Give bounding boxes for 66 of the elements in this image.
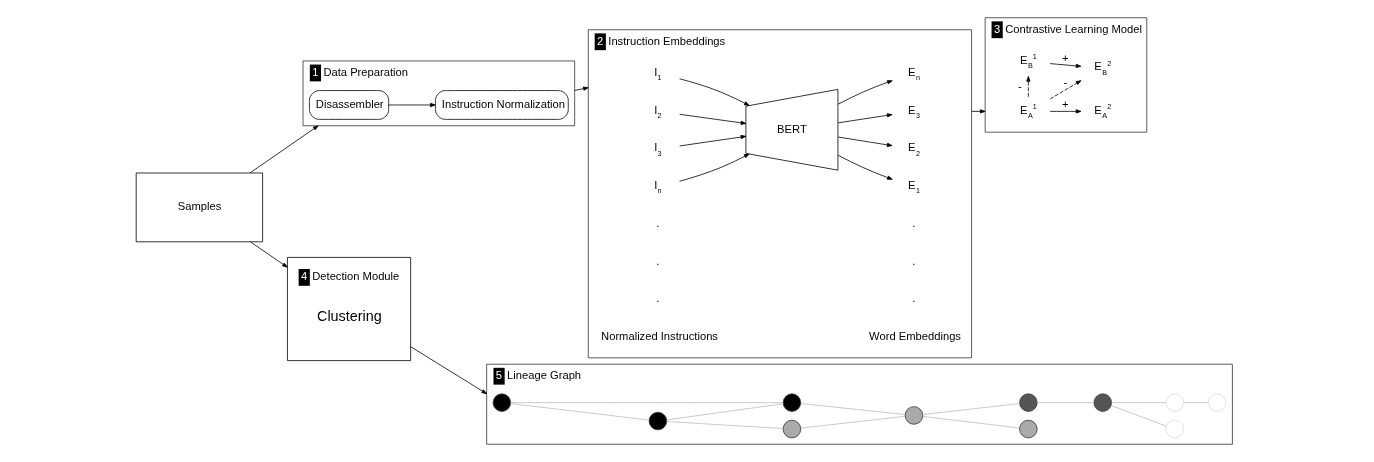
node-box: 4 Detection Module Clustering: [286, 257, 411, 361]
label: .: [911, 254, 915, 267]
arrow: [1025, 76, 1030, 98]
node-text: I$_{3}$: [653, 141, 661, 158]
arrow: [837, 80, 893, 105]
connector: [1036, 402, 1094, 404]
label: Normalized Instructions: [600, 329, 718, 342]
node-text: I$_{1}$: [653, 65, 661, 83]
label: .: [655, 254, 659, 267]
arrow: [409, 346, 487, 395]
arrow: [1049, 109, 1081, 114]
arrow: [573, 86, 589, 91]
arrow: [1049, 80, 1081, 100]
node-circle: [782, 393, 801, 412]
connector: [509, 403, 649, 421]
node-circle: [1165, 419, 1184, 439]
arrow: [249, 241, 288, 268]
arrow: [837, 136, 892, 147]
node-circle: [904, 406, 923, 425]
node-box: Instruction Normalization: [434, 90, 569, 120]
node-circle: [492, 393, 511, 412]
node-circle: [1018, 419, 1038, 439]
node-box: Samples: [135, 172, 263, 243]
label: Word Embeddings: [868, 329, 961, 342]
node-text: E$_{2}$: [907, 141, 920, 158]
node-circle: [1018, 393, 1038, 412]
edge-label: +: [1061, 51, 1069, 64]
connector: [1110, 405, 1167, 427]
label: .: [911, 292, 915, 305]
node-text: I$_{2}$: [653, 103, 661, 121]
label: .: [655, 292, 659, 305]
arrow: [678, 153, 750, 182]
label: .: [655, 217, 659, 230]
arrow: [678, 78, 750, 106]
node-text: I$_{n}$: [653, 178, 661, 196]
arrow: [387, 102, 436, 108]
node-circle: [648, 411, 667, 431]
node-box: Disassembler: [308, 90, 389, 120]
node-circle: [1093, 393, 1112, 412]
edge-label: -: [1063, 75, 1067, 88]
connector: [921, 403, 1020, 415]
node-text: E$_{1}$: [907, 178, 920, 196]
arrow: [837, 154, 893, 180]
node-text: E$_{3}$: [907, 103, 920, 121]
node-text: E$_{n}$: [907, 65, 920, 83]
label: .: [911, 217, 915, 230]
arrow: [678, 113, 746, 125]
connector: [1182, 402, 1209, 404]
node-circle: [1165, 393, 1184, 412]
connector: [800, 415, 905, 429]
node-circle: [1207, 393, 1226, 412]
connector: [921, 416, 1020, 429]
arrow: [678, 134, 746, 147]
arrow: [837, 113, 892, 124]
connector: [666, 421, 783, 429]
connector: [800, 403, 905, 415]
arrow: [1049, 63, 1081, 68]
connector: [1110, 402, 1166, 404]
edge-label: +: [1061, 98, 1069, 111]
cluster: 5 Lineage Graph: [485, 363, 1233, 445]
arrow: [249, 125, 319, 174]
edge-label: -: [1017, 79, 1022, 92]
node-circle: [782, 419, 801, 439]
arrow: [970, 109, 986, 114]
connector: [666, 403, 784, 421]
connector: [509, 402, 783, 404]
